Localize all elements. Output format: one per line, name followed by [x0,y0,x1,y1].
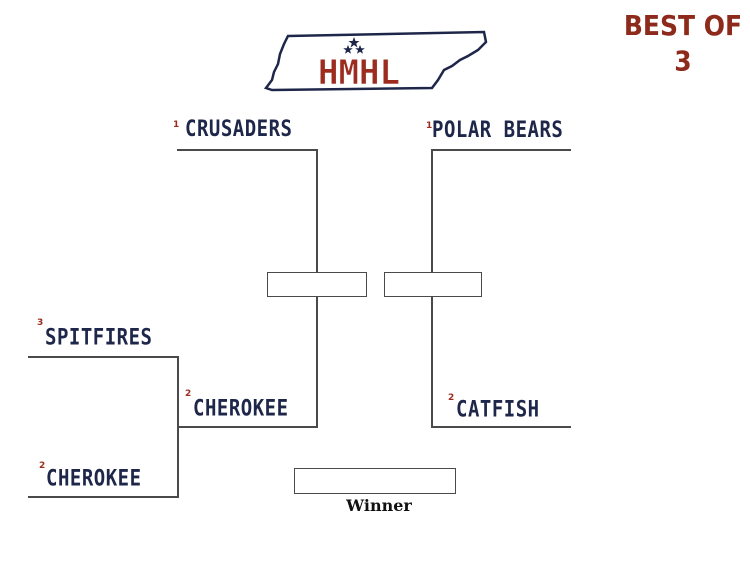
seed-catfish: 2 [448,393,455,403]
team-spitfires: SPITFIRES [45,324,153,350]
logo-text: HMHL [318,53,400,93]
team-crusaders: CRUSADERS [185,116,293,142]
line-polar-bears [431,149,571,151]
three-stars-icon [343,37,365,54]
line-cherokee-semi [177,426,318,428]
team-cherokee-semi: CHEROKEE [193,395,289,421]
line-catfish [431,426,571,428]
series-format-line1: BEST OF [623,9,743,42]
line-cherokee-qf [28,496,178,498]
team-polar-bears: POLAR BEARS [432,117,564,143]
seed-crusaders: 1 [173,120,180,130]
right-semifinal-result-box[interactable] [384,272,482,297]
seed-spitfires: 3 [37,318,44,328]
team-catfish: CATFISH [456,396,540,422]
tennessee-outline-logo-icon: HMHL [263,30,488,93]
line-crusaders [177,149,318,151]
seed-cherokee-semi: 2 [185,389,192,399]
series-format-line2: 3 [674,45,692,77]
line-spitfires [28,356,178,358]
seed-polar-bears: 1 [426,121,433,131]
hmhl-logo: HMHL [262,28,492,94]
seed-cherokee-qf: 2 [39,461,46,471]
winner-label: Winner [346,496,412,515]
winner-box[interactable] [294,468,456,494]
left-semifinal-result-box[interactable] [267,272,367,297]
series-format: BEST OF 3 [620,9,746,79]
team-cherokee-qf: CHEROKEE [46,465,142,491]
